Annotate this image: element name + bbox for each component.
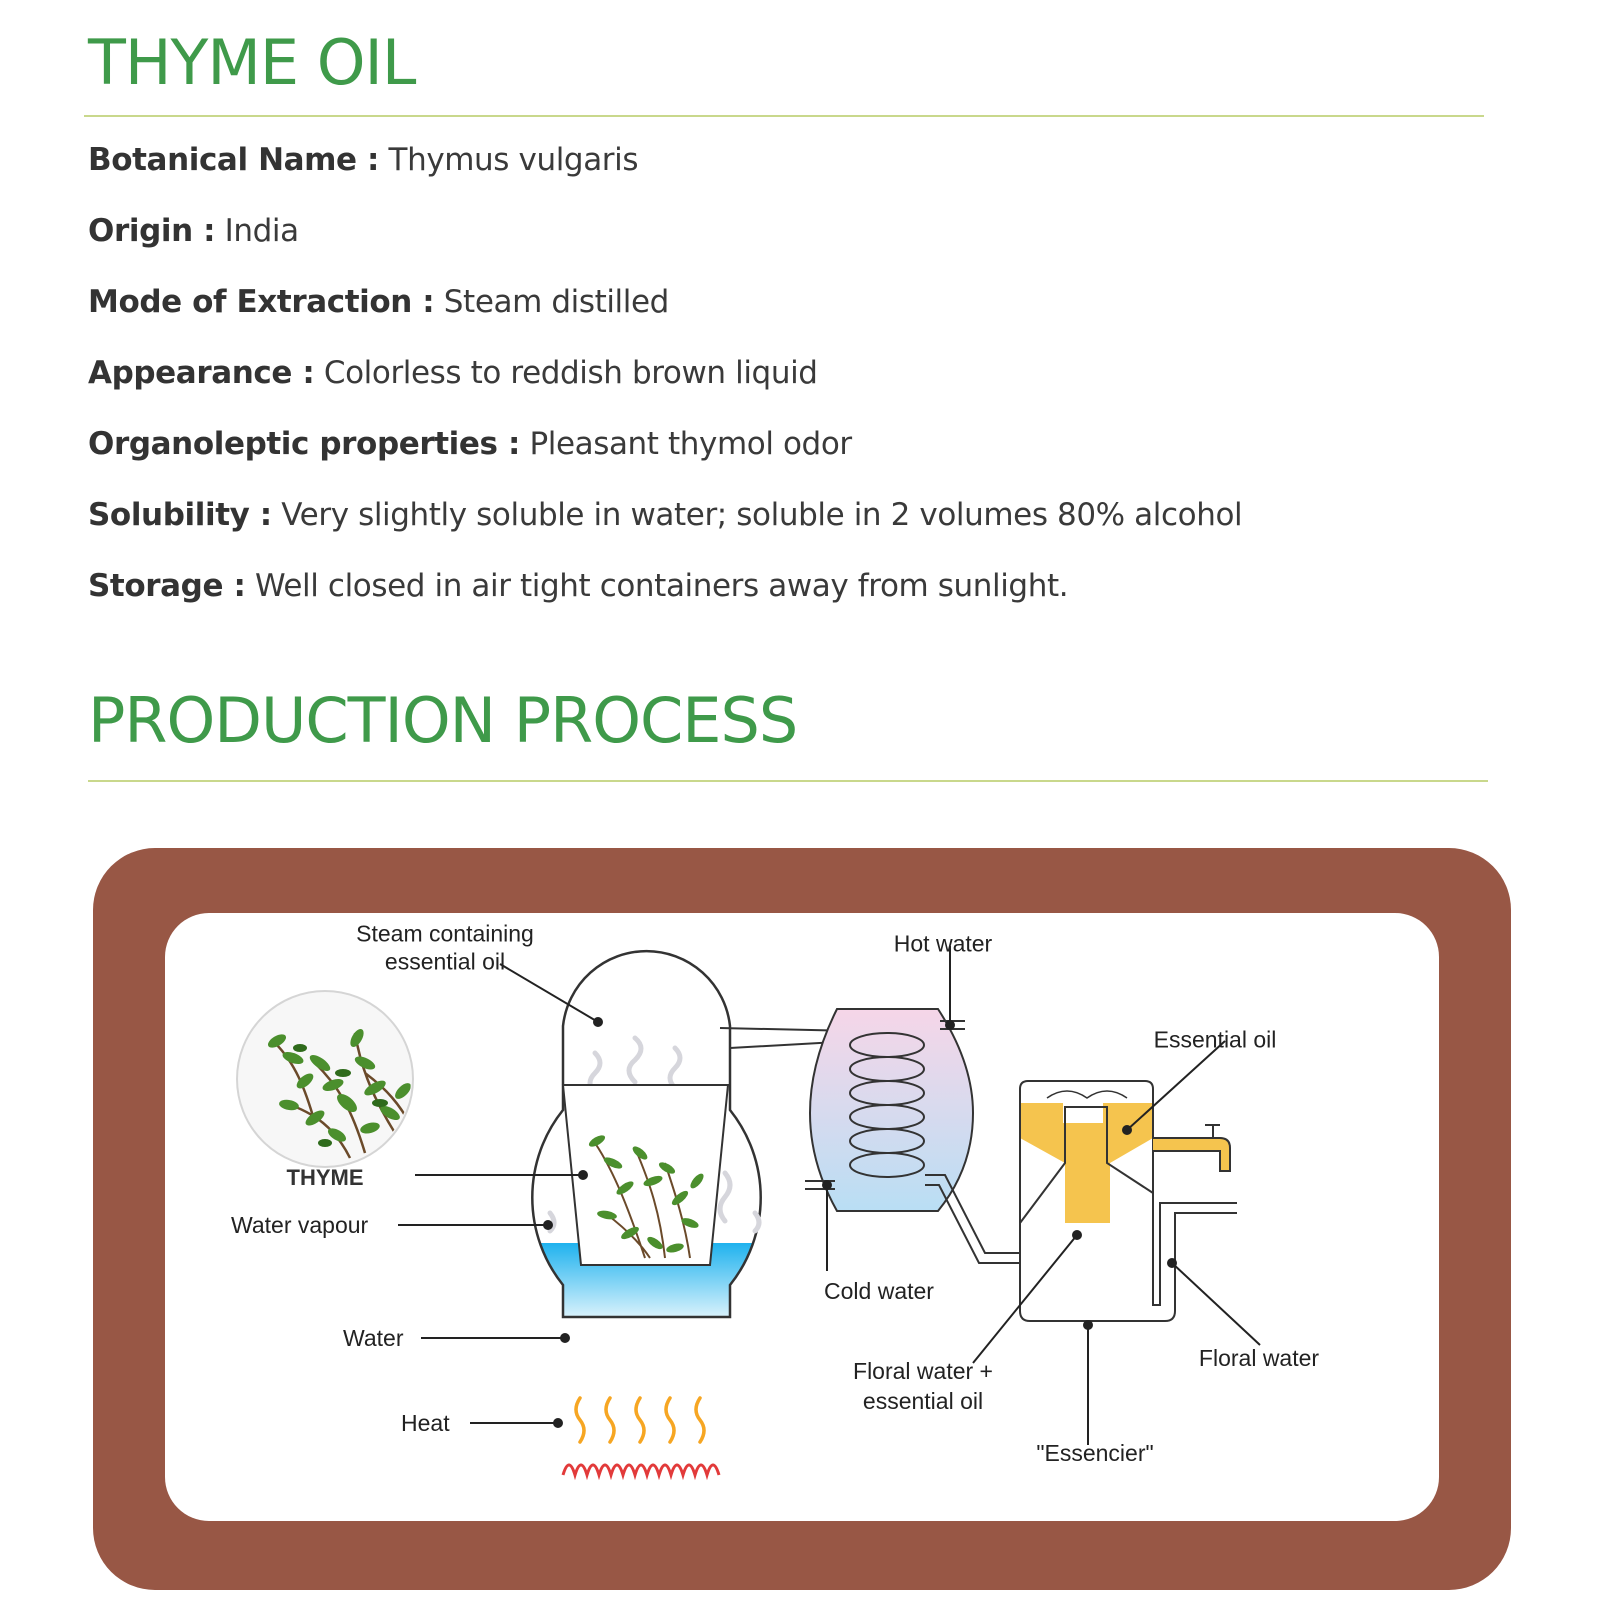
property-botanical-name: Botanical Name : Thymus vulgaris bbox=[88, 136, 1508, 207]
title-divider bbox=[84, 115, 1484, 117]
process-divider bbox=[88, 780, 1488, 782]
label-floral-mix-line1: Floral water + bbox=[853, 1358, 993, 1384]
property-appearance: Appearance : Colorless to reddish brown … bbox=[88, 349, 1508, 420]
distillation-flask bbox=[531, 949, 762, 1319]
property-solubility: Solubility : Very slightly soluble in wa… bbox=[88, 491, 1508, 562]
property-value: Well closed in air tight containers away… bbox=[254, 568, 1069, 604]
heat-source bbox=[561, 1396, 721, 1481]
label-thyme: THYME bbox=[287, 1165, 364, 1190]
label-floral-mix-line2: essential oil bbox=[863, 1388, 983, 1414]
property-value: Pleasant thymol odor bbox=[529, 426, 852, 462]
label-essential-oil: Essential oil bbox=[1154, 1026, 1277, 1052]
property-origin: Origin : India bbox=[88, 207, 1508, 278]
property-label: Storage : bbox=[88, 568, 246, 604]
label-essencier: "Essencier" bbox=[1036, 1440, 1153, 1466]
property-storage: Storage : Well closed in air tight conta… bbox=[88, 562, 1508, 633]
property-value: Very slightly soluble in water; soluble … bbox=[281, 497, 1243, 533]
property-extraction: Mode of Extraction : Steam distilled bbox=[88, 278, 1508, 349]
property-value: Colorless to reddish brown liquid bbox=[323, 355, 818, 391]
property-label: Solubility : bbox=[88, 497, 272, 533]
diagram-panel: Steam containing essential oil Hot water… bbox=[165, 913, 1439, 1521]
essencier-vessel bbox=[1019, 1080, 1237, 1322]
label-steam-line1: Steam containing bbox=[356, 920, 534, 946]
property-value: Steam distilled bbox=[443, 284, 670, 320]
distillation-diagram: Steam containing essential oil Hot water… bbox=[231, 920, 1319, 1481]
property-label: Origin : bbox=[88, 213, 216, 249]
label-floral-water: Floral water bbox=[1199, 1345, 1319, 1371]
condensate-pipe bbox=[925, 1174, 1020, 1264]
product-title: THYME OIL bbox=[88, 26, 416, 99]
basket-thyme bbox=[588, 1135, 704, 1259]
process-title: PRODUCTION PROCESS bbox=[88, 684, 798, 757]
label-heat: Heat bbox=[401, 1410, 450, 1436]
property-organoleptic: Organoleptic properties : Pleasant thymo… bbox=[88, 420, 1508, 491]
property-value: Thymus vulgaris bbox=[388, 142, 639, 178]
label-water-vapour: Water vapour bbox=[231, 1212, 369, 1238]
property-label: Organoleptic properties : bbox=[88, 426, 520, 462]
property-list: Botanical Name : Thymus vulgaris Origin … bbox=[88, 136, 1508, 633]
thyme-photo bbox=[236, 990, 414, 1168]
property-value: India bbox=[224, 213, 299, 249]
leader-lines bbox=[398, 946, 1261, 1445]
label-water: Water bbox=[343, 1325, 404, 1351]
condenser bbox=[808, 1008, 975, 1212]
label-steam-line2: essential oil bbox=[385, 948, 505, 974]
condenser-coil bbox=[849, 1032, 925, 1178]
property-label: Appearance : bbox=[88, 355, 315, 391]
property-label: Botanical Name : bbox=[88, 142, 380, 178]
label-hot-water: Hot water bbox=[894, 930, 993, 956]
property-label: Mode of Extraction : bbox=[88, 284, 435, 320]
label-cold-water: Cold water bbox=[824, 1278, 934, 1304]
